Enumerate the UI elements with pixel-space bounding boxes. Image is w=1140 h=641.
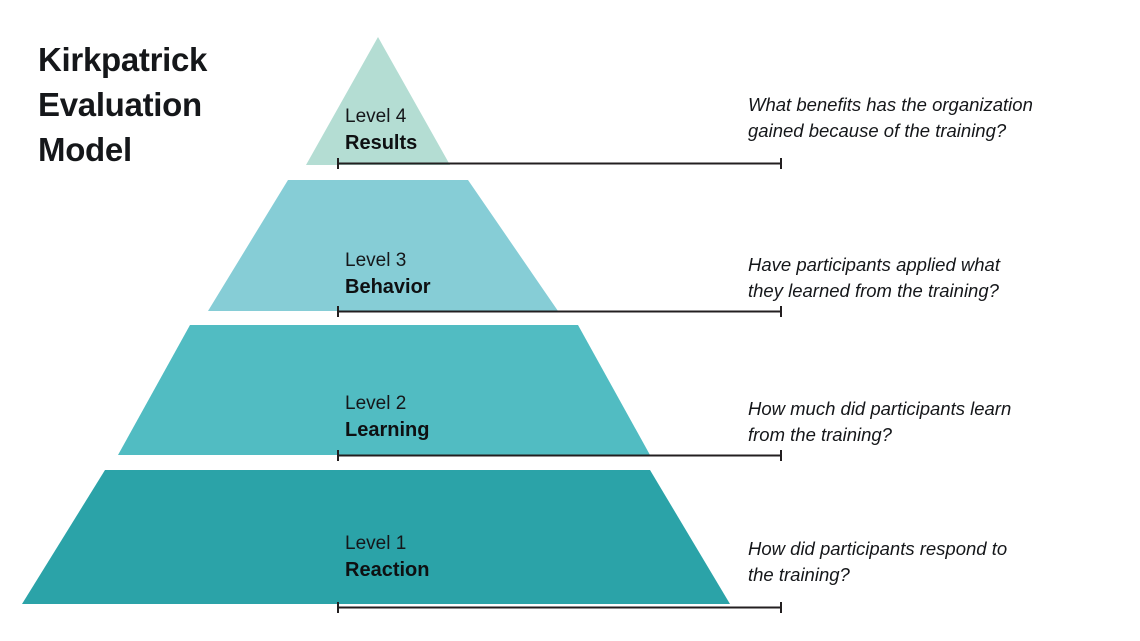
connector-line-level-4 [337,158,782,169]
connector-line-level-2 [337,450,782,461]
description-level-4: What benefits has the organization gaine… [748,94,1033,142]
level-name-4: Results [345,131,418,154]
pyramid-tier-level-3 [208,180,558,311]
level-number-3: Level 3 [345,250,407,271]
pyramid-label-level-2: Level 2 Learning [345,391,429,444]
pyramid-tier-level-1 [22,470,730,604]
page-title: Kirkpatrick Evaluation Model [38,41,208,168]
level-number-4: Level 4 [345,106,407,127]
description-level-2: How much did participants learn from the… [748,398,1012,446]
pyramid-tier-level-4 [306,37,450,165]
pyramid-label-level-3: Level 3 Behavior [345,248,431,301]
pyramid-tier-level-2 [118,325,650,455]
pyramid-label-level-1: Level 1 Reaction [345,531,429,584]
connector-line-level-3 [337,306,782,317]
pyramid-label-level-4: Level 4 Results [345,104,417,157]
description-level-3: Have participants applied what they lear… [748,254,1000,302]
description-level-1: How did participants respond to the trai… [748,538,1008,586]
level-number-1: Level 1 [345,533,407,554]
level-name-1: Reaction [345,558,430,581]
level-name-2: Learning [345,418,430,441]
level-number-2: Level 2 [345,393,407,414]
connector-line-level-1 [337,602,782,613]
level-name-3: Behavior [345,275,431,298]
